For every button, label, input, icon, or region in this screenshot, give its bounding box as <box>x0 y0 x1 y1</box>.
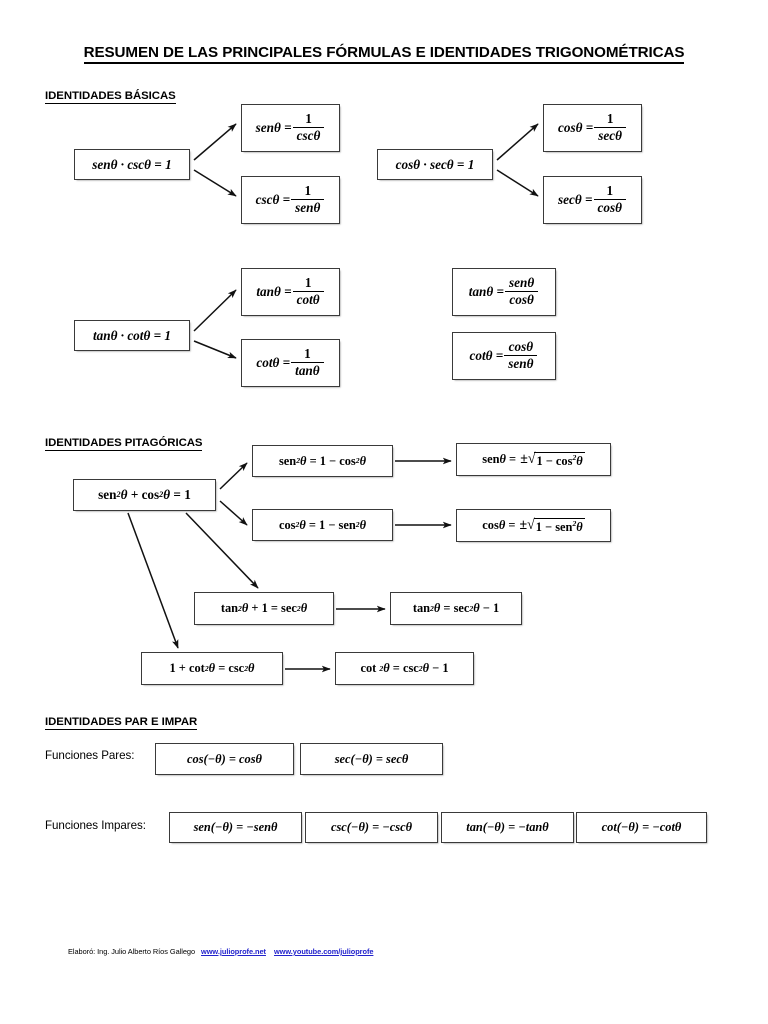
plus-minus-sign: ±√ <box>519 517 535 533</box>
formula-box-sec-reciprocal: secθ = 1 cosθ <box>543 176 642 224</box>
equation: tan(−θ) = −tanθ <box>466 820 549 835</box>
equation: csc(−θ) = −cscθ <box>330 820 413 835</box>
fraction: 1 senθ <box>291 184 325 215</box>
fraction: 1 secθ <box>594 112 626 143</box>
formula-box-cos-even: cos(−θ) = cosθ <box>155 743 294 775</box>
formula-box-csc-odd: csc(−θ) = −cscθ <box>305 812 438 843</box>
formula-box-cot-odd: cot(−θ) = −cotθ <box>576 812 707 843</box>
link-julioprofe-site[interactable]: www.julioprofe.net <box>201 947 266 956</box>
fraction: cosθ senθ <box>504 340 538 371</box>
formula-box-tan-cot-product: tanθ · cotθ = 1 <box>74 320 190 351</box>
page-title: RESUMEN DE LAS PRINCIPALES FÓRMULAS E ID… <box>0 44 768 64</box>
footer-author: Elaboró: Ing. Julio Alberto Ríos Gallego <box>68 947 196 956</box>
formula-box-sec-even: sec(−θ) = secθ <box>300 743 443 775</box>
fraction: 1 cscθ <box>292 112 325 143</box>
equation: sen(−θ) = −senθ <box>193 820 278 835</box>
label-funciones-impares: Funciones Impares: <box>45 819 146 832</box>
equation: senθ · cscθ = 1 <box>92 156 172 172</box>
equation: tanθ · cotθ = 1 <box>93 327 171 343</box>
formula-box-sen-reciprocal: senθ = 1 cscθ <box>241 104 340 152</box>
formula-box-cot-reciprocal: cotθ = 1 tanθ <box>241 339 340 387</box>
equation: sec(−θ) = secθ <box>334 751 409 766</box>
fraction: 1 cosθ <box>593 184 626 215</box>
equation: cotθ = cosθ senθ <box>470 340 539 372</box>
equation: cotθ = 1 tanθ <box>256 347 324 379</box>
fraction: 1 tanθ <box>291 347 324 378</box>
formula-box-cos-reciprocal: cosθ = 1 secθ <box>543 104 642 152</box>
label-funciones-pares: Funciones Pares: <box>45 749 135 762</box>
equation: tanθ = senθ cosθ <box>469 276 539 308</box>
section-heading-par-impar: IDENTIDADES PAR E IMPAR <box>45 716 198 730</box>
equation: cot(−θ) = −cotθ <box>601 820 682 835</box>
formula-box-tan-quotient: tanθ = senθ cosθ <box>452 268 556 316</box>
formula-box-cos-sec-product: cosθ · secθ = 1 <box>377 149 493 180</box>
equation: cosθ = 1 secθ <box>558 112 627 144</box>
footer-credit: Elaboró: Ing. Julio Alberto Ríos Gallego… <box>68 947 373 956</box>
section-heading-pitagoricas: IDENTIDADES PITAGÓRICAS <box>45 437 203 451</box>
formula-box-sen-odd: sen(−θ) = −senθ <box>169 812 302 843</box>
equation: cosθ · secθ = 1 <box>395 156 475 172</box>
equation: cos(−θ) = cosθ <box>187 751 262 766</box>
equation: senθ = 1 cscθ <box>256 112 326 144</box>
section-heading-basicas: IDENTIDADES BÁSICAS <box>45 90 176 104</box>
page-title-text: RESUMEN DE LAS PRINCIPALES FÓRMULAS E ID… <box>83 44 684 64</box>
formula-box-cot-quotient: cotθ = cosθ senθ <box>452 332 556 380</box>
equation: cscθ = 1 senθ <box>256 184 326 216</box>
radical: ±√1 − sen2θ <box>519 517 585 534</box>
formula-box-tan-reciprocal: tanθ = 1 cotθ <box>241 268 340 316</box>
fraction: 1 cotθ <box>292 276 324 307</box>
link-julioprofe-youtube[interactable]: www.youtube.com/julioprofe <box>273 947 374 956</box>
plus-minus-sign: ±√ <box>520 451 536 467</box>
equation: secθ = 1 cosθ <box>558 184 627 216</box>
formula-box-csc-reciprocal: cscθ = 1 senθ <box>241 176 340 224</box>
equation: tanθ = 1 cotθ <box>256 276 324 308</box>
formula-box-tan-odd: tan(−θ) = −tanθ <box>441 812 574 843</box>
fraction: senθ cosθ <box>505 276 538 307</box>
formula-box-sen-csc-product: senθ · cscθ = 1 <box>74 149 190 180</box>
radical: ±√1 − cos2θ <box>520 451 585 468</box>
